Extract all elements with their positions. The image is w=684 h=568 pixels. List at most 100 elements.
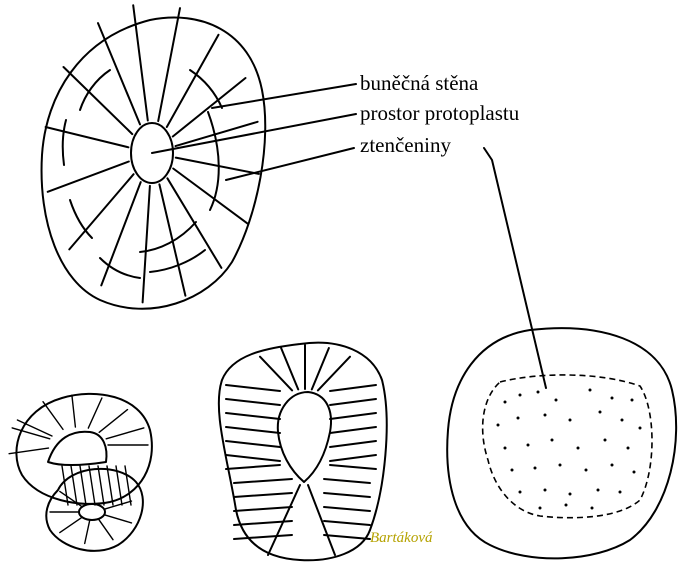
pit-dot bbox=[611, 397, 614, 400]
canal-line bbox=[69, 174, 133, 249]
canal-line bbox=[48, 162, 129, 192]
canal-line bbox=[324, 479, 370, 483]
canal-line bbox=[312, 348, 329, 389]
pit-dot bbox=[497, 424, 500, 427]
pit-dot bbox=[633, 471, 636, 474]
leader-thinnings bbox=[226, 148, 354, 180]
middle-cell-outline bbox=[219, 343, 387, 561]
canal-line bbox=[43, 402, 63, 430]
canal-line bbox=[60, 491, 82, 506]
canal-line bbox=[330, 427, 376, 433]
canal-line bbox=[234, 479, 292, 483]
large-cell-outline bbox=[42, 18, 266, 309]
canal-line bbox=[60, 518, 82, 533]
canal-line bbox=[176, 158, 259, 174]
label-cell-wall: buněčná stěna bbox=[360, 71, 479, 95]
leader-protoplast-space bbox=[152, 114, 356, 153]
pit-dot bbox=[519, 491, 522, 494]
pit-dot bbox=[551, 439, 554, 442]
canal-line bbox=[330, 385, 376, 391]
pit-dot bbox=[585, 469, 588, 472]
canal-line bbox=[308, 485, 335, 555]
pit-dot bbox=[511, 469, 514, 472]
canal-line bbox=[226, 399, 280, 405]
canal-line bbox=[226, 441, 280, 447]
layer-arc bbox=[140, 222, 196, 252]
canal-line bbox=[89, 466, 95, 505]
canal-line bbox=[226, 465, 280, 469]
canal-line bbox=[330, 413, 376, 419]
double-cell-upper-outline bbox=[16, 394, 151, 504]
canal-line bbox=[226, 385, 280, 391]
canal-line bbox=[226, 413, 280, 419]
pitted-stone-cell bbox=[447, 328, 676, 558]
canal-line bbox=[64, 67, 133, 134]
pit-dot bbox=[621, 419, 624, 422]
canal-line bbox=[9, 448, 48, 454]
layer-arc bbox=[80, 70, 110, 110]
middle-stone-cell bbox=[219, 343, 387, 561]
large-cell-layers bbox=[63, 70, 222, 278]
layer-arc bbox=[63, 120, 66, 165]
pitted-cell-thinnings bbox=[497, 389, 642, 510]
canal-line bbox=[330, 441, 376, 447]
canal-line bbox=[158, 8, 180, 121]
pit-dot bbox=[504, 447, 507, 450]
pitted-cell-dashed-boundary bbox=[483, 375, 652, 518]
canal-line bbox=[281, 348, 298, 389]
canal-line bbox=[234, 493, 292, 497]
pit-dot bbox=[599, 411, 602, 414]
canal-line bbox=[324, 493, 370, 497]
pit-dot bbox=[604, 439, 607, 442]
canal-line bbox=[324, 535, 370, 539]
canal-line bbox=[99, 410, 127, 433]
canal-line bbox=[107, 466, 113, 505]
pit-dot bbox=[589, 389, 592, 392]
canal-line bbox=[88, 398, 102, 428]
pit-dot bbox=[504, 401, 507, 404]
canal-line bbox=[324, 507, 370, 511]
label-protoplast-space: prostor protoplastu bbox=[360, 101, 520, 125]
pit-dot bbox=[539, 507, 542, 510]
canal-line bbox=[226, 455, 280, 461]
canal-line bbox=[72, 395, 76, 427]
canal-line bbox=[143, 186, 150, 303]
pitted-cell-outline bbox=[447, 328, 676, 558]
pit-dot bbox=[519, 394, 522, 397]
canal-line bbox=[330, 465, 376, 469]
double-cell-upper-lumen bbox=[48, 432, 106, 465]
canal-line bbox=[226, 427, 280, 433]
canal-line bbox=[99, 520, 113, 540]
pit-dot bbox=[555, 399, 558, 402]
artist-signature: Bartáková bbox=[370, 530, 433, 546]
double-cell-lower-lumen bbox=[79, 504, 105, 520]
pit-dot bbox=[627, 447, 630, 450]
pit-dot bbox=[591, 507, 594, 510]
canal-line bbox=[234, 535, 292, 539]
canal-line bbox=[101, 182, 140, 285]
pit-dot bbox=[517, 417, 520, 420]
pit-dot bbox=[611, 464, 614, 467]
pit-dot bbox=[639, 427, 642, 430]
canal-line bbox=[330, 455, 376, 461]
layer-arc bbox=[70, 200, 92, 238]
canal-line bbox=[234, 507, 292, 511]
leader-thinnings-pointer bbox=[484, 148, 546, 388]
pit-dot bbox=[527, 444, 530, 447]
canal-line bbox=[330, 399, 376, 405]
canal-line bbox=[268, 485, 300, 555]
pit-dot bbox=[534, 467, 537, 470]
canal-line bbox=[98, 466, 104, 505]
canal-line bbox=[125, 466, 131, 505]
pit-dot bbox=[569, 493, 572, 496]
pit-dot bbox=[577, 447, 580, 450]
pit-dot bbox=[597, 489, 600, 492]
pit-dot bbox=[619, 491, 622, 494]
pit-dot bbox=[544, 414, 547, 417]
canal-line bbox=[324, 521, 370, 525]
pit-dot bbox=[631, 399, 634, 402]
label-thinnings: ztenčeniny bbox=[360, 133, 451, 157]
canal-line bbox=[105, 515, 131, 523]
